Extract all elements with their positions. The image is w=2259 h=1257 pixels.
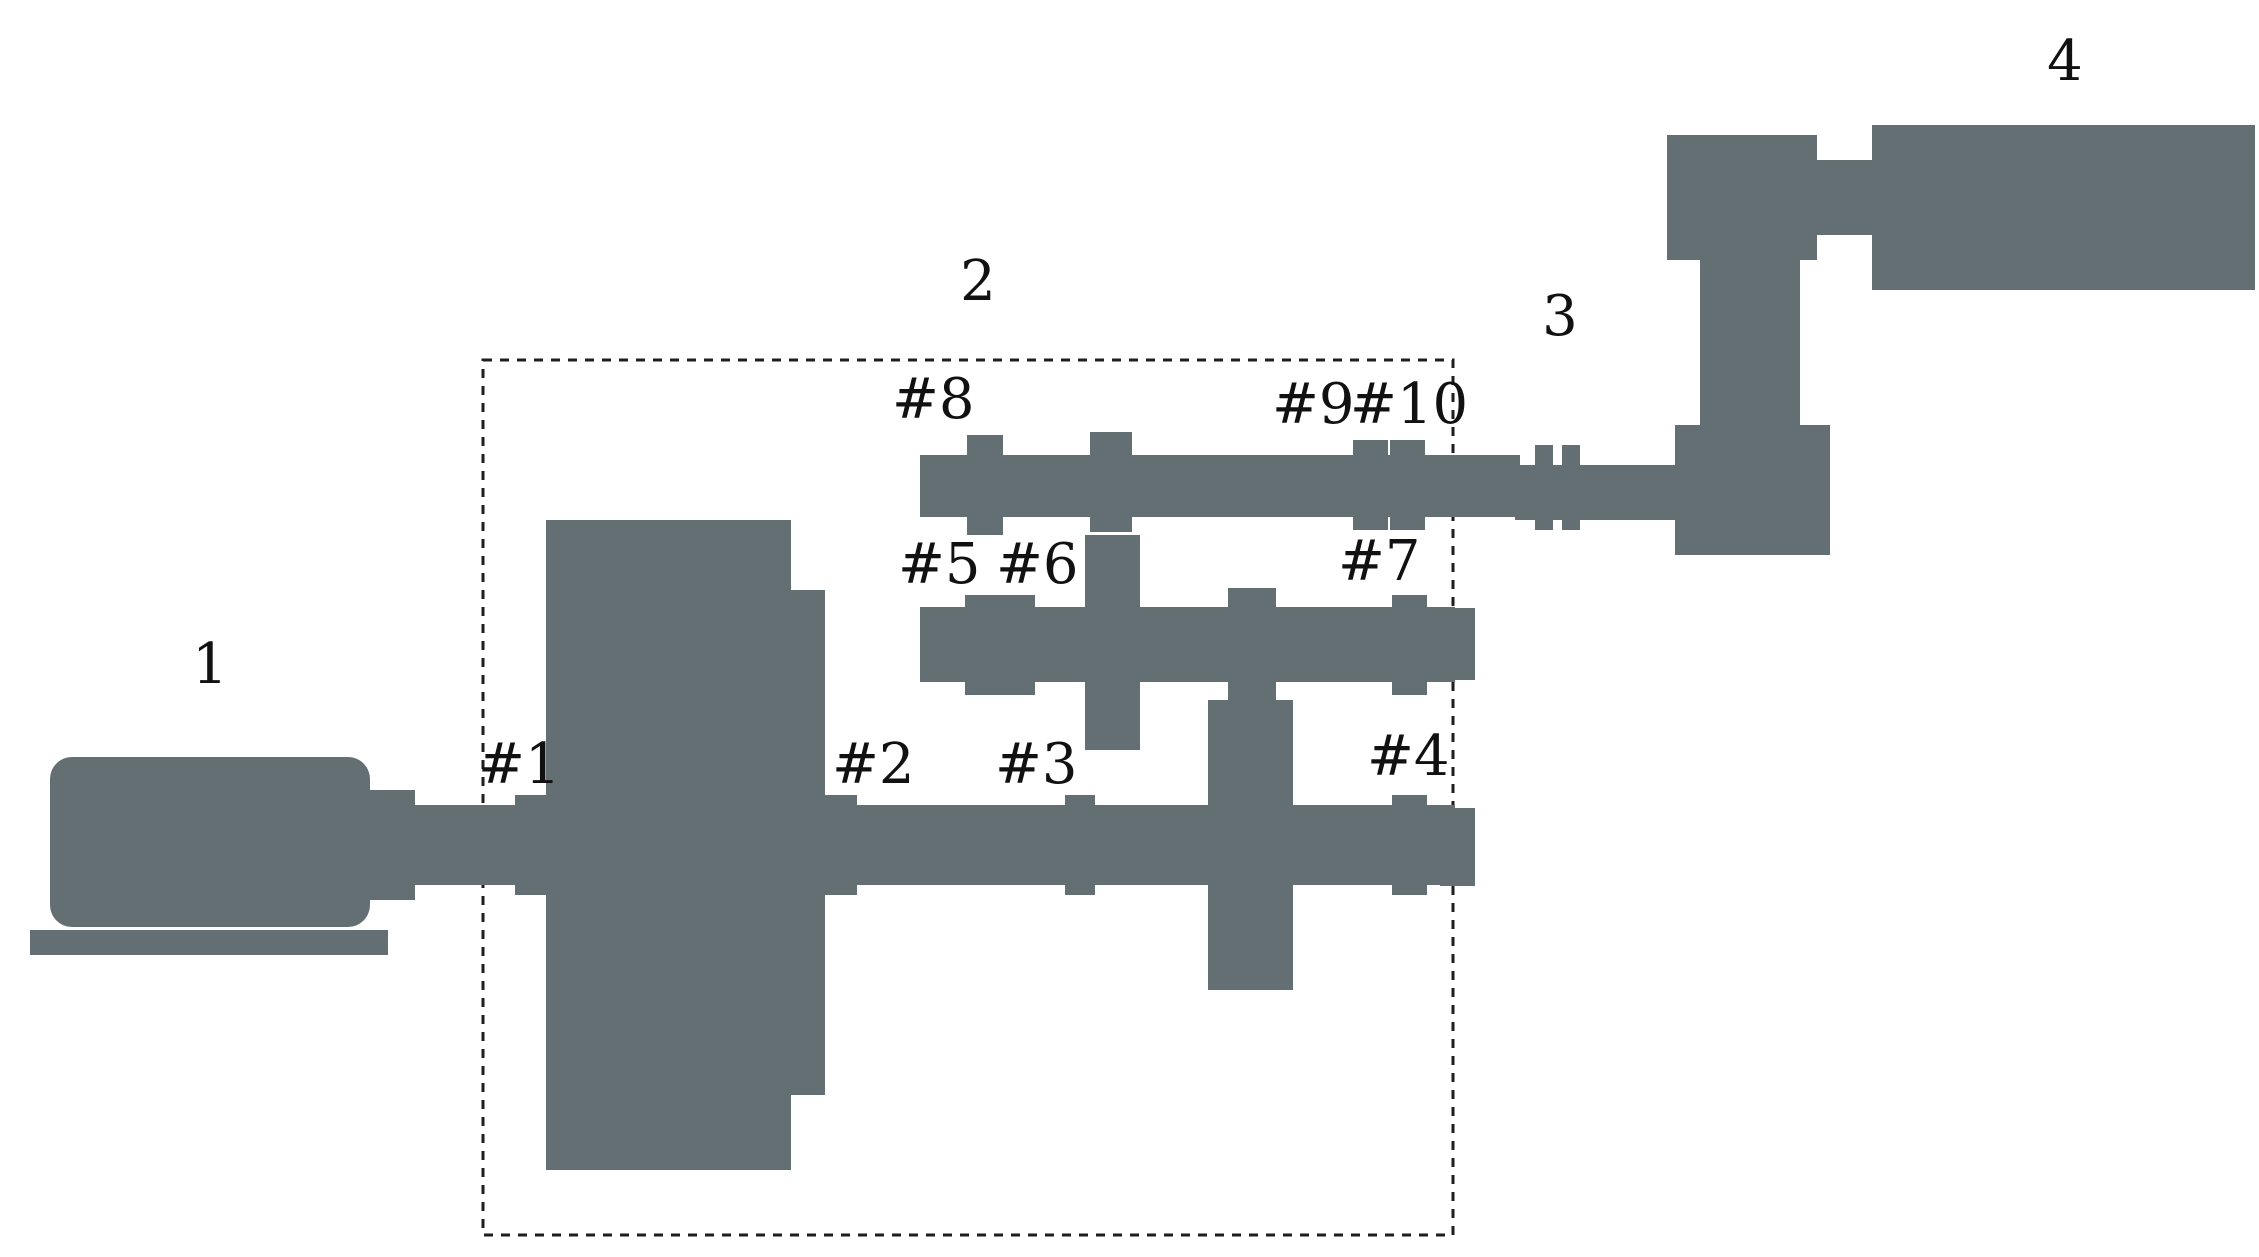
coupling-flange-a [1535,445,1553,530]
label-bearing-1: #1 [478,732,561,797]
coupling [1515,255,1830,555]
bearing-6-body [998,595,1035,695]
label-bearing-9: #9 [1272,372,1355,437]
label-bearing-6: #6 [996,532,1079,597]
upper-shaft [920,455,1520,517]
load-coupling [1815,160,1875,235]
input-gear-step [785,590,825,1095]
label-bearing-8: #8 [892,367,975,432]
motor-body [50,757,370,927]
middle-shaft-end [1440,608,1475,680]
vertical-shaft [1700,255,1800,430]
lower-shaft [855,805,1455,885]
coupling-hub [1675,425,1830,555]
bearing-5-body [965,595,1002,695]
bearing-1-body [515,795,550,895]
load-housing [1667,135,1817,260]
gearbox-internals [515,432,1520,1170]
middle-gear-right [1228,588,1276,703]
lower-gear [1208,700,1293,990]
bearing-10-body [1390,440,1425,530]
bearing-8-body [967,435,1003,535]
bearing-2-body [822,795,857,895]
load [1667,125,2255,290]
label-load: 4 [2047,29,2083,94]
gearbox-boundary [481,358,1455,1237]
label-bearing-5: #5 [898,532,981,597]
load-body [1872,125,2255,290]
middle-gear-left [1085,535,1140,750]
label-motor: 1 [192,632,228,697]
coupling-flange-b [1562,445,1580,530]
label-coupling: 3 [1542,284,1578,349]
label-bearing-2: #2 [832,732,915,797]
label-bearing-3: #3 [995,732,1078,797]
bearing-9-body [1353,440,1388,530]
bearing-3-body [1065,795,1095,895]
label-gearbox: 2 [960,249,996,314]
lower-shaft-end [1440,808,1475,886]
label-bearing-10: #10 [1350,372,1468,437]
input-gear-block [546,520,791,1170]
motor-base [30,930,388,955]
upper-gear [1090,432,1132,532]
bearing-4-body [1392,795,1427,895]
motor [30,757,550,955]
label-bearing-7: #7 [1338,529,1421,594]
label-bearing-4: #4 [1367,724,1450,789]
bearing-7-body [1392,595,1427,695]
